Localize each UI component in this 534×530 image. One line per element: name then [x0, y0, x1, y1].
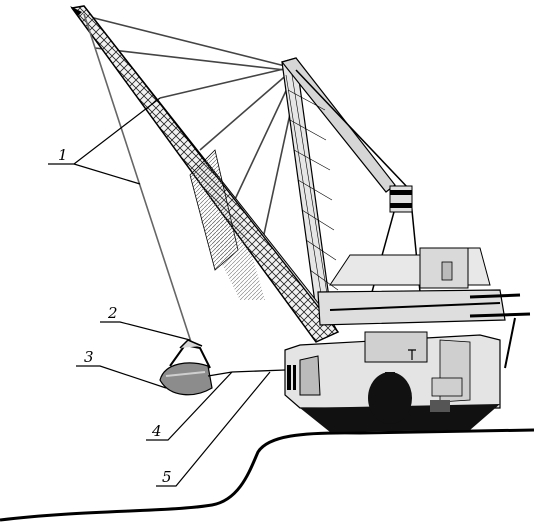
callout-2-label: 2: [107, 304, 118, 322]
callout-3-label: 3: [84, 348, 94, 366]
dragline-bucket: [159, 339, 213, 396]
callout-4-label: 4: [151, 422, 162, 440]
callout-1-label: 1: [58, 146, 68, 164]
drag-rope: [207, 369, 286, 377]
walking-shoe: [368, 372, 412, 424]
callout-leaders: [48, 97, 271, 487]
suspension-ropes: [77, 13, 297, 263]
mast-head-block: [389, 185, 413, 213]
a-frame: [280, 57, 396, 311]
boom: [70, 5, 340, 343]
callout-5-label: 5: [162, 468, 172, 486]
walking-base: [300, 372, 500, 432]
machine-house: [284, 247, 531, 409]
ground-surface: [0, 428, 534, 522]
hoist-rope: [83, 13, 193, 346]
